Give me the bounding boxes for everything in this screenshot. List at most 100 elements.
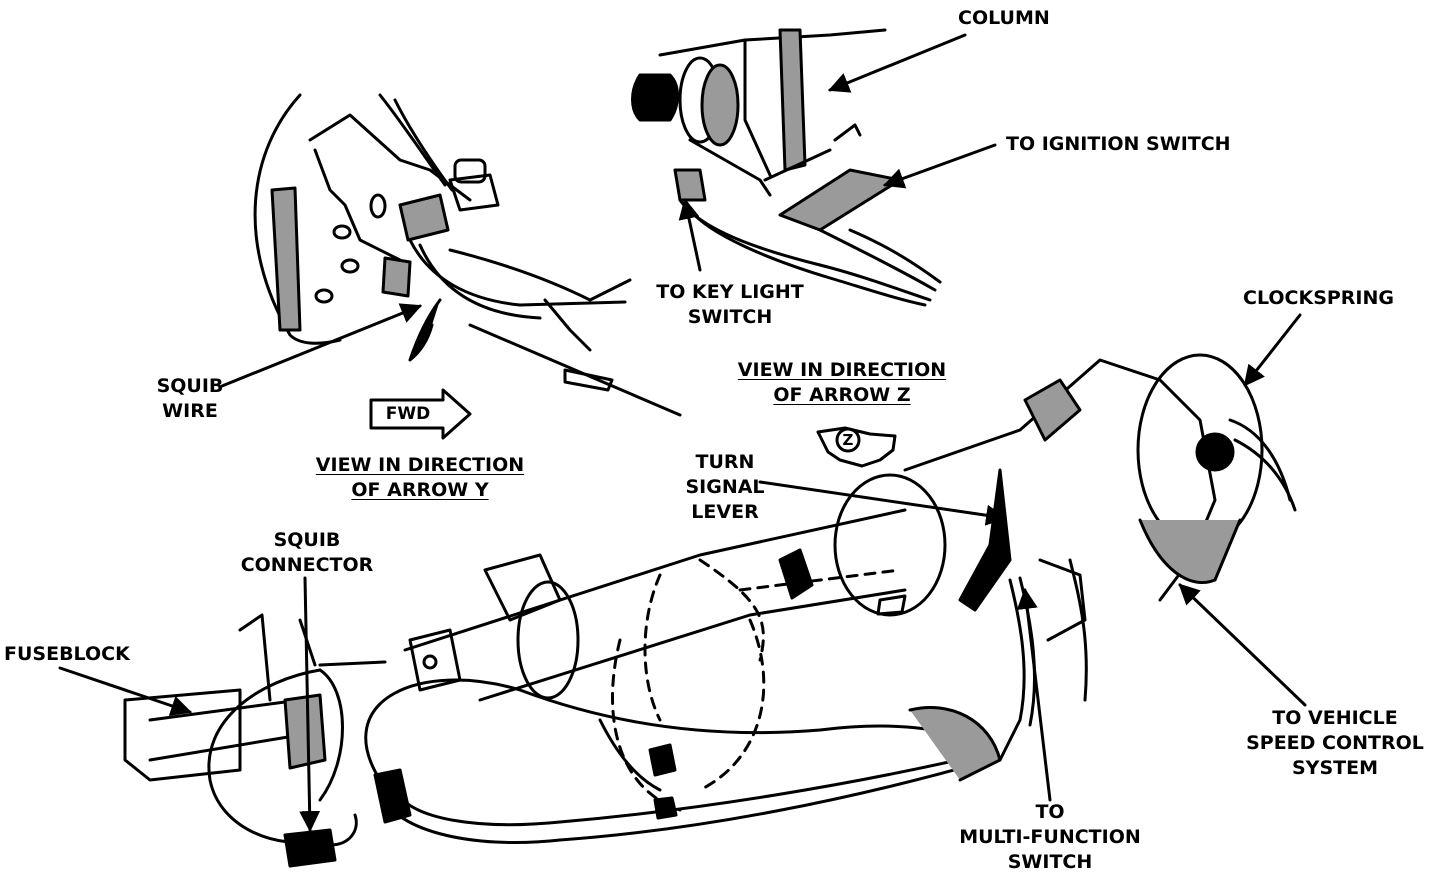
hidden-wire bbox=[611, 638, 682, 812]
clip bbox=[563, 368, 614, 392]
squib-wire-tail bbox=[328, 813, 358, 847]
label-speed-control-line3: SYSTEM bbox=[1292, 757, 1378, 779]
steering-shaft-nut bbox=[1195, 432, 1235, 472]
label-key-light-line1: TO KEY LIGHT bbox=[656, 281, 804, 303]
label-squib-wire-line2: WIRE bbox=[162, 400, 218, 422]
column-flange bbox=[516, 580, 580, 700]
leader-speed-control bbox=[1178, 583, 1307, 707]
bracket-arm bbox=[543, 298, 592, 352]
label-multi-function-switch: TO MULTI-FUNCTION SWITCH bbox=[955, 800, 1145, 875]
leader-turn-signal-lever bbox=[758, 480, 1008, 526]
dash-panel-outline bbox=[253, 93, 342, 345]
label-view-z-line1: VIEW IN DIRECTION bbox=[737, 359, 947, 381]
label-view-z-line2: OF ARROW Z bbox=[773, 384, 911, 406]
harness-outer-lower bbox=[378, 758, 992, 844]
harness-line bbox=[468, 323, 682, 417]
housing-base bbox=[688, 138, 772, 197]
harness-clip bbox=[648, 743, 677, 777]
leader-fuseblock bbox=[58, 666, 192, 716]
wire-tie bbox=[408, 298, 442, 362]
fwd-arrow-outline bbox=[369, 388, 472, 440]
bracket-edge bbox=[1068, 558, 1088, 702]
wire bbox=[393, 98, 454, 192]
fuseblock-body bbox=[123, 688, 242, 782]
key-cylinder bbox=[631, 73, 679, 122]
bracket-hole bbox=[340, 258, 360, 274]
leader-key-light-switch bbox=[678, 197, 702, 272]
wire bbox=[378, 93, 447, 187]
squib-connector-plug bbox=[283, 828, 337, 868]
mount-bracket-upper bbox=[483, 553, 562, 622]
label-clockspring-text: CLOCKSPRING bbox=[1243, 287, 1394, 309]
harness-inner bbox=[393, 753, 982, 827]
hidden-wire bbox=[643, 573, 662, 722]
leader-clockspring bbox=[1243, 313, 1302, 387]
leader-multi-function-switch bbox=[1016, 587, 1052, 802]
leader-ignition-switch bbox=[883, 143, 997, 189]
label-column-text: COLUMN bbox=[958, 7, 1050, 29]
column-lower-edge bbox=[763, 148, 832, 182]
column-assembly bbox=[403, 353, 1297, 812]
label-speed-control-line2: SPEED CONTROL bbox=[1246, 732, 1424, 754]
bracket-hole bbox=[332, 224, 352, 240]
label-arrow-z: Z bbox=[836, 428, 860, 453]
key-light-switch bbox=[673, 168, 707, 202]
label-multi-function-line3: SWITCH bbox=[1007, 851, 1093, 873]
leader-squib-wire bbox=[220, 303, 422, 388]
ignition-harness bbox=[818, 228, 937, 292]
wire bbox=[448, 248, 632, 302]
label-fuseblock: FUSEBLOCK bbox=[4, 642, 130, 667]
label-speed-control-line1: TO VEHICLE bbox=[1272, 707, 1398, 729]
harness-clip bbox=[653, 796, 678, 820]
column-clip bbox=[876, 594, 907, 616]
panel-edge-shade bbox=[270, 186, 302, 332]
key-light-wire bbox=[688, 208, 927, 307]
label-squib-wire-line1: SQUIB bbox=[156, 375, 224, 397]
connector-upper bbox=[448, 173, 500, 212]
connector-cap bbox=[453, 158, 487, 184]
hidden-wire bbox=[698, 558, 765, 662]
label-turn-signal-lever: TURN SIGNAL LEVER bbox=[675, 450, 775, 525]
shroud-ring bbox=[833, 473, 947, 617]
harness-wrap bbox=[373, 768, 412, 824]
column-bracket bbox=[743, 38, 772, 177]
label-ignition-text: TO IGNITION SWITCH bbox=[1006, 133, 1231, 155]
label-view-arrow-z: VIEW IN DIRECTION OF ARROW Z bbox=[727, 358, 957, 408]
multi-function-switch bbox=[1023, 378, 1082, 442]
wire-bundle bbox=[408, 238, 627, 307]
bracket-edge bbox=[308, 113, 472, 202]
label-turn-signal-line3: LEVER bbox=[691, 501, 759, 523]
label-fuseblock-text: FUSEBLOCK bbox=[4, 643, 130, 665]
ignition-harness bbox=[848, 228, 942, 284]
column-mount bbox=[833, 123, 862, 142]
label-fwd: FWD bbox=[372, 402, 444, 427]
label-speed-control: TO VEHICLE SPEED CONTROL SYSTEM bbox=[1235, 706, 1435, 781]
bracket-lower-edge bbox=[313, 148, 402, 262]
label-view-y-line2: OF ARROW Y bbox=[351, 479, 489, 501]
z-arrow-circle bbox=[835, 427, 861, 453]
switch-bracket bbox=[1038, 558, 1087, 642]
harness-boot bbox=[908, 705, 1002, 782]
harness-branch bbox=[598, 718, 662, 792]
clockspring-shaded bbox=[1138, 518, 1242, 584]
z-arrow-outline bbox=[816, 426, 897, 468]
label-view-arrow-y: VIEW IN DIRECTION OF ARROW Y bbox=[305, 453, 535, 503]
label-squib-wire: SQUIB WIRE bbox=[150, 374, 230, 424]
fuseblock-edge bbox=[148, 698, 302, 722]
column-shaded-face bbox=[778, 28, 807, 172]
squib-wire-inner bbox=[318, 668, 344, 802]
lock-housing bbox=[700, 63, 740, 147]
fuseblock-edge bbox=[148, 733, 302, 762]
hidden-wire bbox=[698, 618, 766, 792]
label-turn-signal-line2: SIGNAL bbox=[685, 476, 765, 498]
leader-column bbox=[828, 33, 967, 93]
label-squib-connector-line2: CONNECTOR bbox=[240, 554, 374, 576]
harness-lead bbox=[318, 660, 387, 667]
detail-view-y bbox=[253, 93, 682, 417]
fuse-panel-edge bbox=[238, 613, 272, 702]
clockspring-lead bbox=[1233, 438, 1297, 512]
squib-wire-loop bbox=[207, 668, 322, 844]
label-column: COLUMN bbox=[958, 6, 1050, 31]
bracket-hole bbox=[369, 193, 387, 219]
